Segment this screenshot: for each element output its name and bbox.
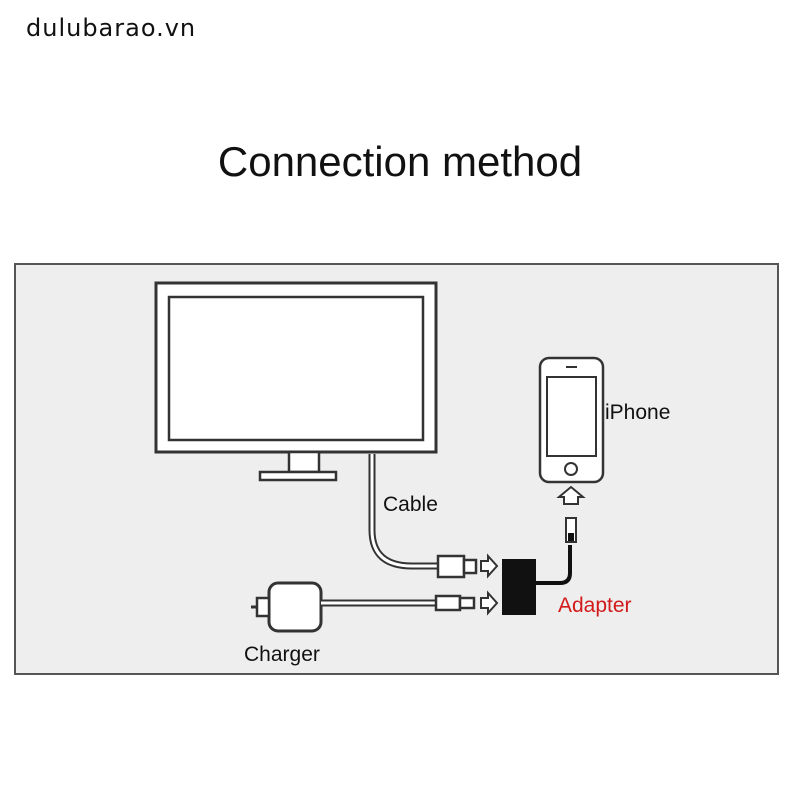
- adapter-label: Adapter: [558, 594, 632, 617]
- arrow-right-icon: [480, 590, 499, 616]
- iphone-label: iPhone: [605, 401, 671, 424]
- cable-label: Cable: [383, 493, 438, 516]
- monitor-icon: [154, 281, 438, 482]
- page-title: Connection method: [217, 138, 583, 185]
- cable-plug-icon: [434, 594, 476, 612]
- arrow-up-icon: [556, 485, 586, 505]
- iphone-icon: [538, 356, 605, 484]
- cable-plug-icon: [436, 554, 478, 579]
- hdmi-cable: [368, 454, 440, 570]
- adapter-icon: [502, 545, 572, 615]
- arrow-right-icon: [480, 553, 499, 579]
- charger-label: Charger: [244, 643, 320, 666]
- charger-icon: [251, 581, 323, 633]
- lightning-plug-icon: [565, 517, 577, 543]
- watermark: dulubarao.vn: [26, 14, 197, 42]
